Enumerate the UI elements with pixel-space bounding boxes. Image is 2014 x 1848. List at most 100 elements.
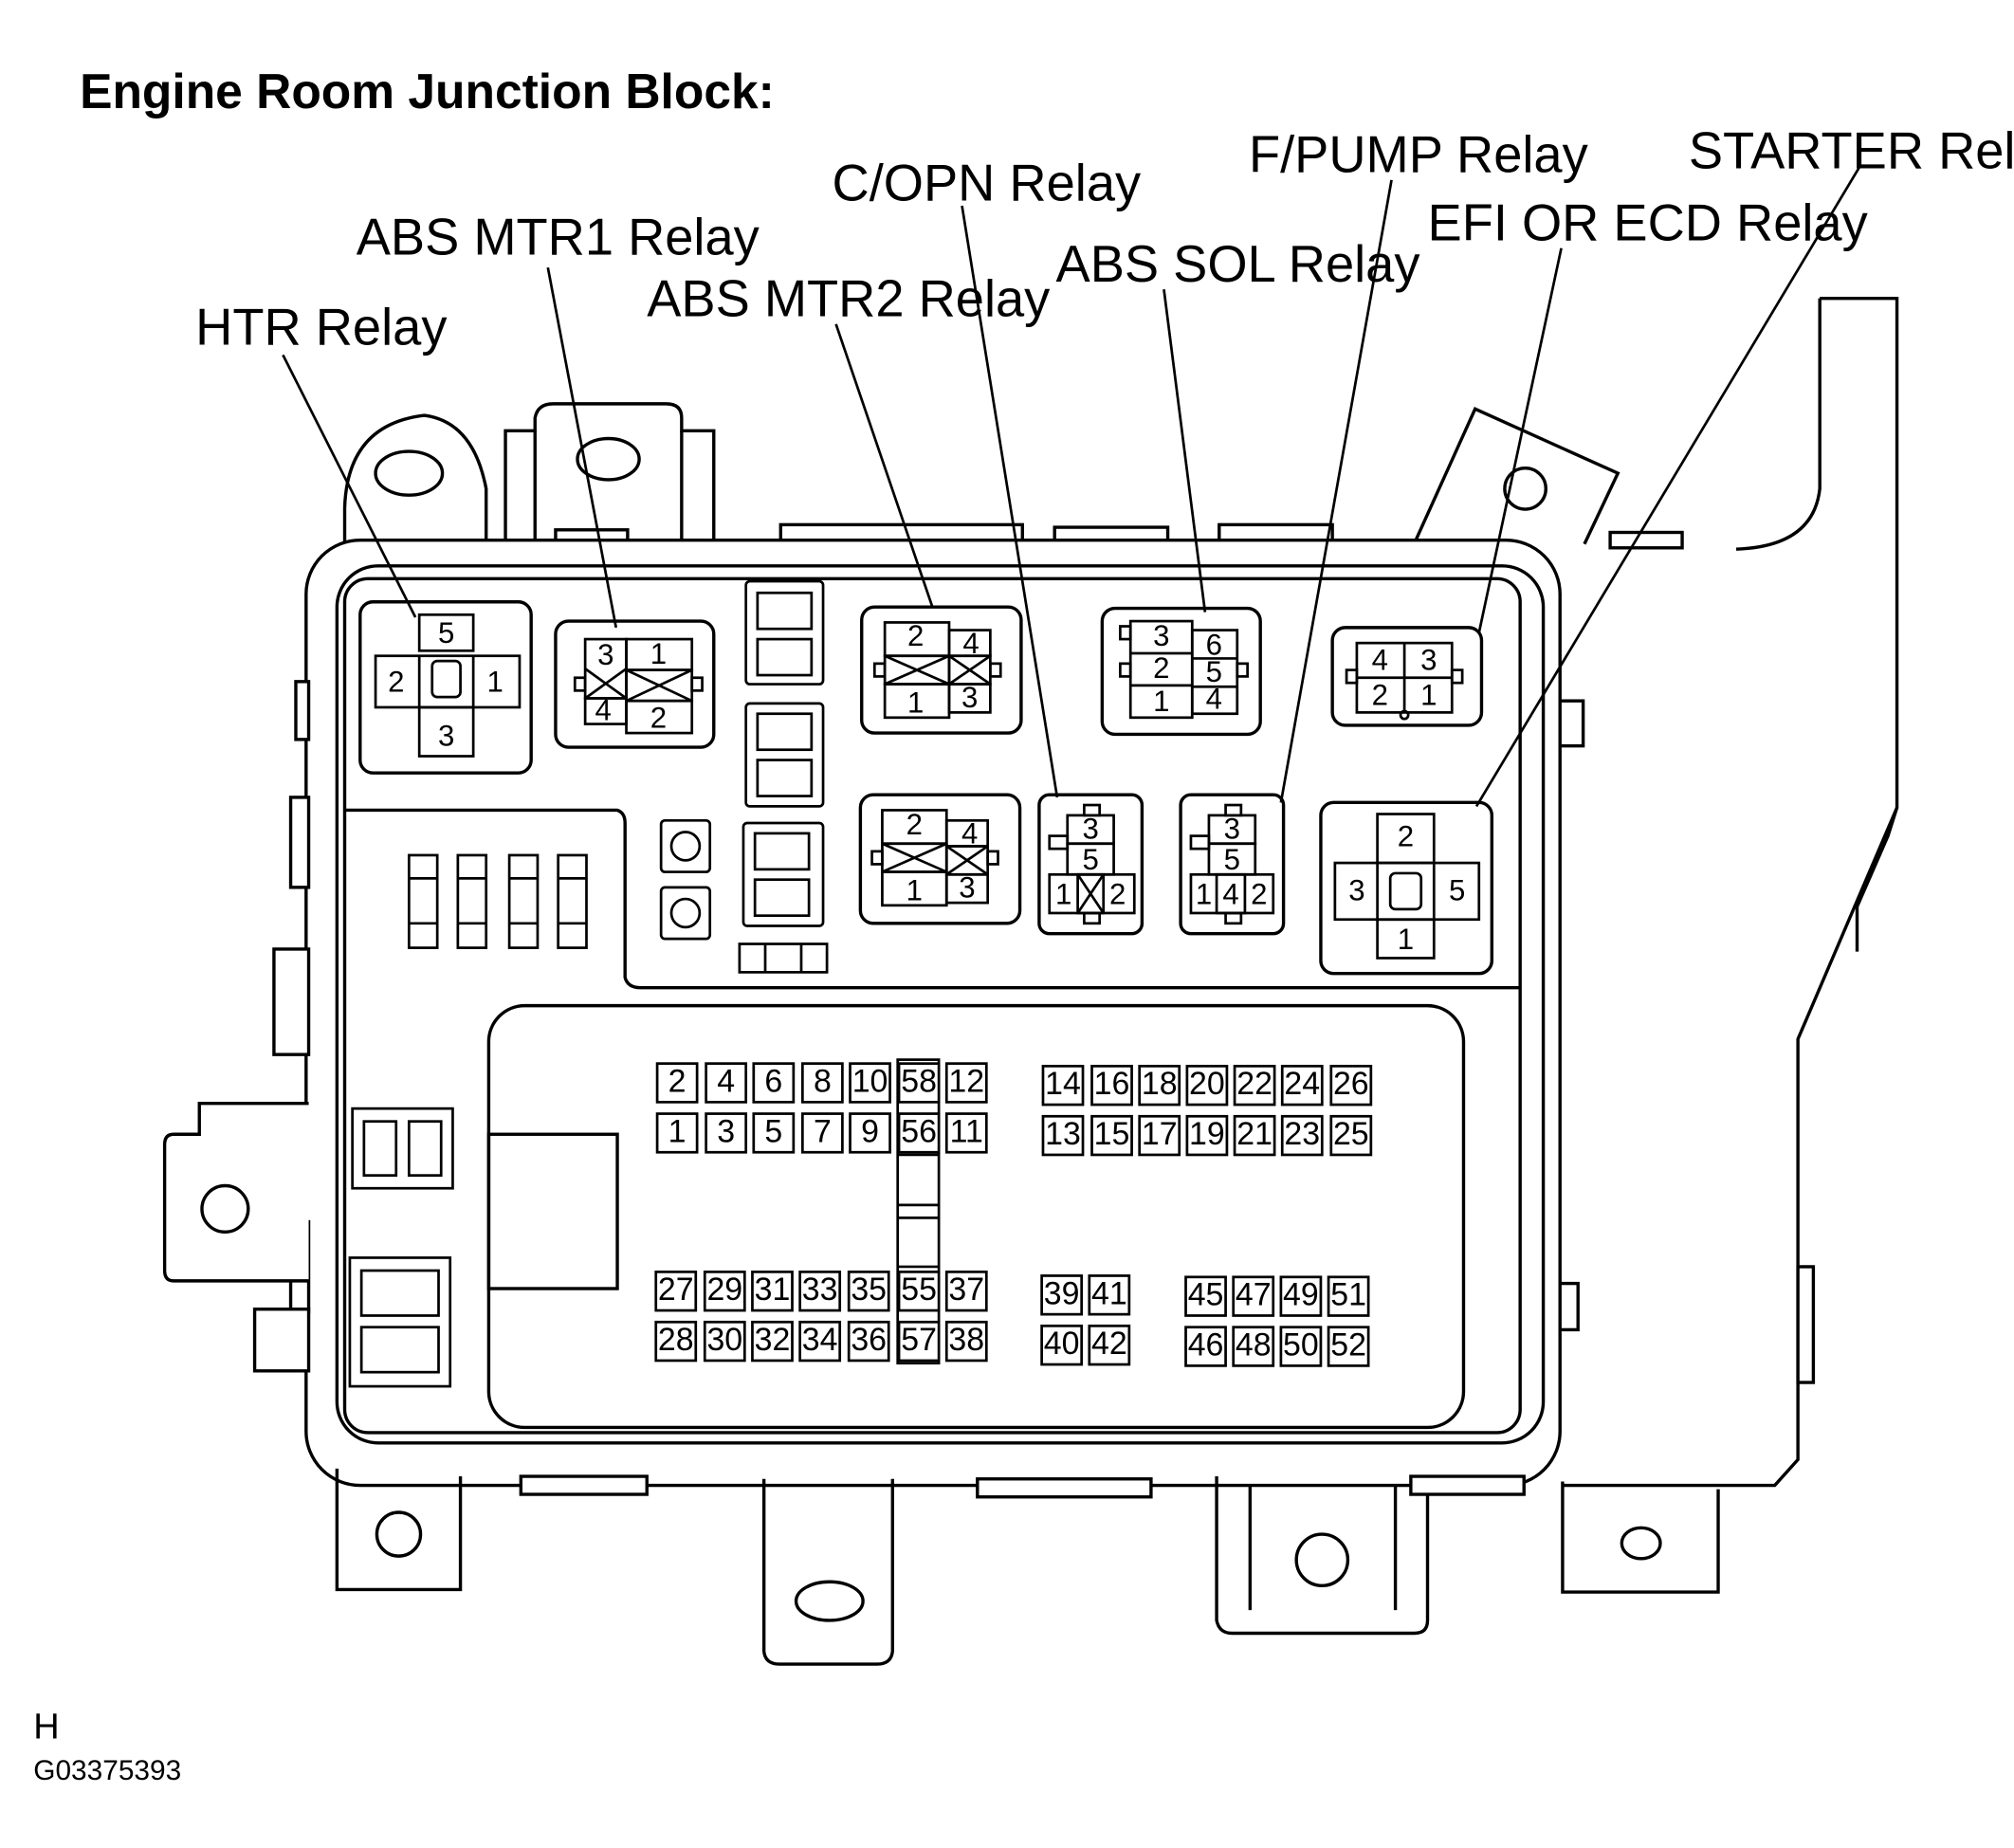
fuse-number: 14 (1045, 1066, 1081, 1102)
fuse-number: 40 (1044, 1326, 1080, 1362)
fuse-number: 3 (717, 1113, 735, 1149)
pin-label: 3 (597, 638, 613, 671)
pin-label: 2 (1251, 877, 1267, 910)
fuse-slot (944, 1062, 988, 1104)
callout-abs-sol-relay: ABS SOL Relay (1056, 236, 1421, 293)
pin-label: 3 (1348, 873, 1364, 906)
fuse-slot (705, 1112, 748, 1154)
fuse-slot (1185, 1114, 1229, 1157)
footer-letter: H (33, 1708, 59, 1747)
pin-label: 1 (1055, 877, 1071, 910)
pin-label: 2 (906, 808, 923, 841)
fuse-number: 23 (1284, 1116, 1320, 1152)
pin-label: 1 (1153, 685, 1169, 718)
fuse-number: 31 (755, 1272, 791, 1308)
fuse-slot (1088, 1324, 1131, 1366)
fuse-number: 34 (802, 1322, 838, 1358)
f-pump-relay-socket: 3 5 1 4 2 (1179, 793, 1286, 936)
fuse-number: 46 (1188, 1327, 1224, 1363)
pin-label: 1 (487, 666, 504, 699)
pin-label: 1 (1420, 678, 1437, 711)
fuse-number: 33 (802, 1272, 838, 1308)
fuse-number: 42 (1091, 1326, 1127, 1362)
fuse-number: 8 (814, 1063, 832, 1099)
fuse-slot (751, 1271, 794, 1312)
fuse-slot (800, 1062, 844, 1104)
fuse-number: 25 (1333, 1116, 1369, 1152)
pin-label: 1 (1398, 923, 1414, 956)
fuse-number: 56 (901, 1113, 937, 1149)
fuse-slot (752, 1062, 796, 1104)
fuse-number: 26 (1333, 1066, 1369, 1102)
fuse-slot (705, 1062, 748, 1104)
fuse-slot (944, 1320, 988, 1363)
pin-label: 1 (1196, 877, 1212, 910)
callout-htr-relay: HTR Relay (195, 299, 448, 356)
fuse-number: 22 (1236, 1066, 1272, 1102)
fuse-slot (1329, 1114, 1373, 1157)
callout-starter-relay: STARTER Relay (1689, 123, 2014, 180)
diagram-title: Engine Room Junction Block: (80, 64, 775, 119)
fuse-number: 51 (1330, 1277, 1366, 1313)
fuse-number: 11 (950, 1113, 983, 1149)
fuse-number: 37 (948, 1272, 984, 1308)
fuse-slot (1040, 1274, 1084, 1316)
fuse-slot (703, 1320, 746, 1363)
fuse-slot (1232, 1326, 1275, 1367)
fuse-number: 16 (1094, 1066, 1130, 1102)
fuse-number: 29 (706, 1272, 742, 1308)
fuse-slot (1279, 1326, 1323, 1367)
fuse-number: 39 (1044, 1275, 1080, 1311)
fuse-slot (897, 1112, 941, 1154)
fuse-number: 4 (717, 1063, 735, 1099)
htr-relay-socket: 5 2 1 3 (358, 600, 533, 775)
junction-block-housing (162, 296, 1899, 1666)
fuse-number: 48 (1236, 1327, 1272, 1363)
fuse-number: 15 (1094, 1116, 1130, 1152)
fuse-slot (849, 1112, 891, 1154)
fuse-slot (897, 1062, 941, 1104)
fuse-slot (1233, 1065, 1276, 1107)
abs-sol-relay-socket: 3 6 2 5 1 4 (1100, 606, 1262, 737)
fuse-number: 24 (1284, 1066, 1320, 1102)
lower-relay-socket: 2 4 1 3 (858, 793, 1022, 925)
callout-c-opn-relay: C/OPN Relay (833, 156, 1142, 212)
pin-label: 3 (1082, 812, 1098, 845)
callout-abs-mtr1-relay: ABS MTR1 Relay (357, 210, 760, 266)
pin-label: 3 (961, 681, 978, 714)
fuse-number: 57 (901, 1322, 937, 1358)
mini-fuse-row (407, 853, 588, 949)
fuse-slot (1327, 1275, 1370, 1317)
fuse-number: 27 (658, 1272, 694, 1308)
fuse-number: 17 (1142, 1116, 1178, 1152)
fuse-number: 12 (948, 1063, 984, 1099)
leader-lines (282, 163, 1862, 808)
pin-label: 3 (1224, 812, 1240, 845)
fuse-slot (1088, 1274, 1131, 1316)
fuse-number: 55 (901, 1272, 937, 1308)
fuse-slot (1090, 1065, 1133, 1107)
pin-label: 2 (1398, 819, 1414, 852)
fuse-number: 1 (668, 1113, 687, 1149)
pin-label: 2 (907, 619, 924, 652)
fuse-slot (703, 1271, 746, 1312)
fuse-number: 45 (1188, 1277, 1224, 1313)
c-opn-relay-socket: 3 5 1 2 (1037, 793, 1144, 936)
fuse-slot (654, 1320, 698, 1363)
callout-abs-mtr2-relay: ABS MTR2 Relay (647, 271, 1051, 328)
pin-label: 2 (388, 666, 404, 699)
fuse-number: 35 (851, 1272, 887, 1308)
fuse-number: 32 (755, 1322, 791, 1358)
pin-label: 3 (438, 720, 454, 753)
fuse-slot (1041, 1065, 1085, 1107)
pin-label: 1 (650, 637, 667, 670)
fuse-number: 21 (1236, 1116, 1272, 1152)
pin-label: 5 (438, 616, 454, 650)
fuse-number: 41 (1091, 1275, 1127, 1311)
fuse-number: 5 (764, 1113, 782, 1149)
fuse-number: 10 (852, 1063, 888, 1099)
fuse-slot (654, 1271, 698, 1312)
fuse-slot (1138, 1065, 1181, 1107)
figure-code: G03375393 (33, 1755, 181, 1786)
fuse-number: 7 (814, 1113, 832, 1149)
